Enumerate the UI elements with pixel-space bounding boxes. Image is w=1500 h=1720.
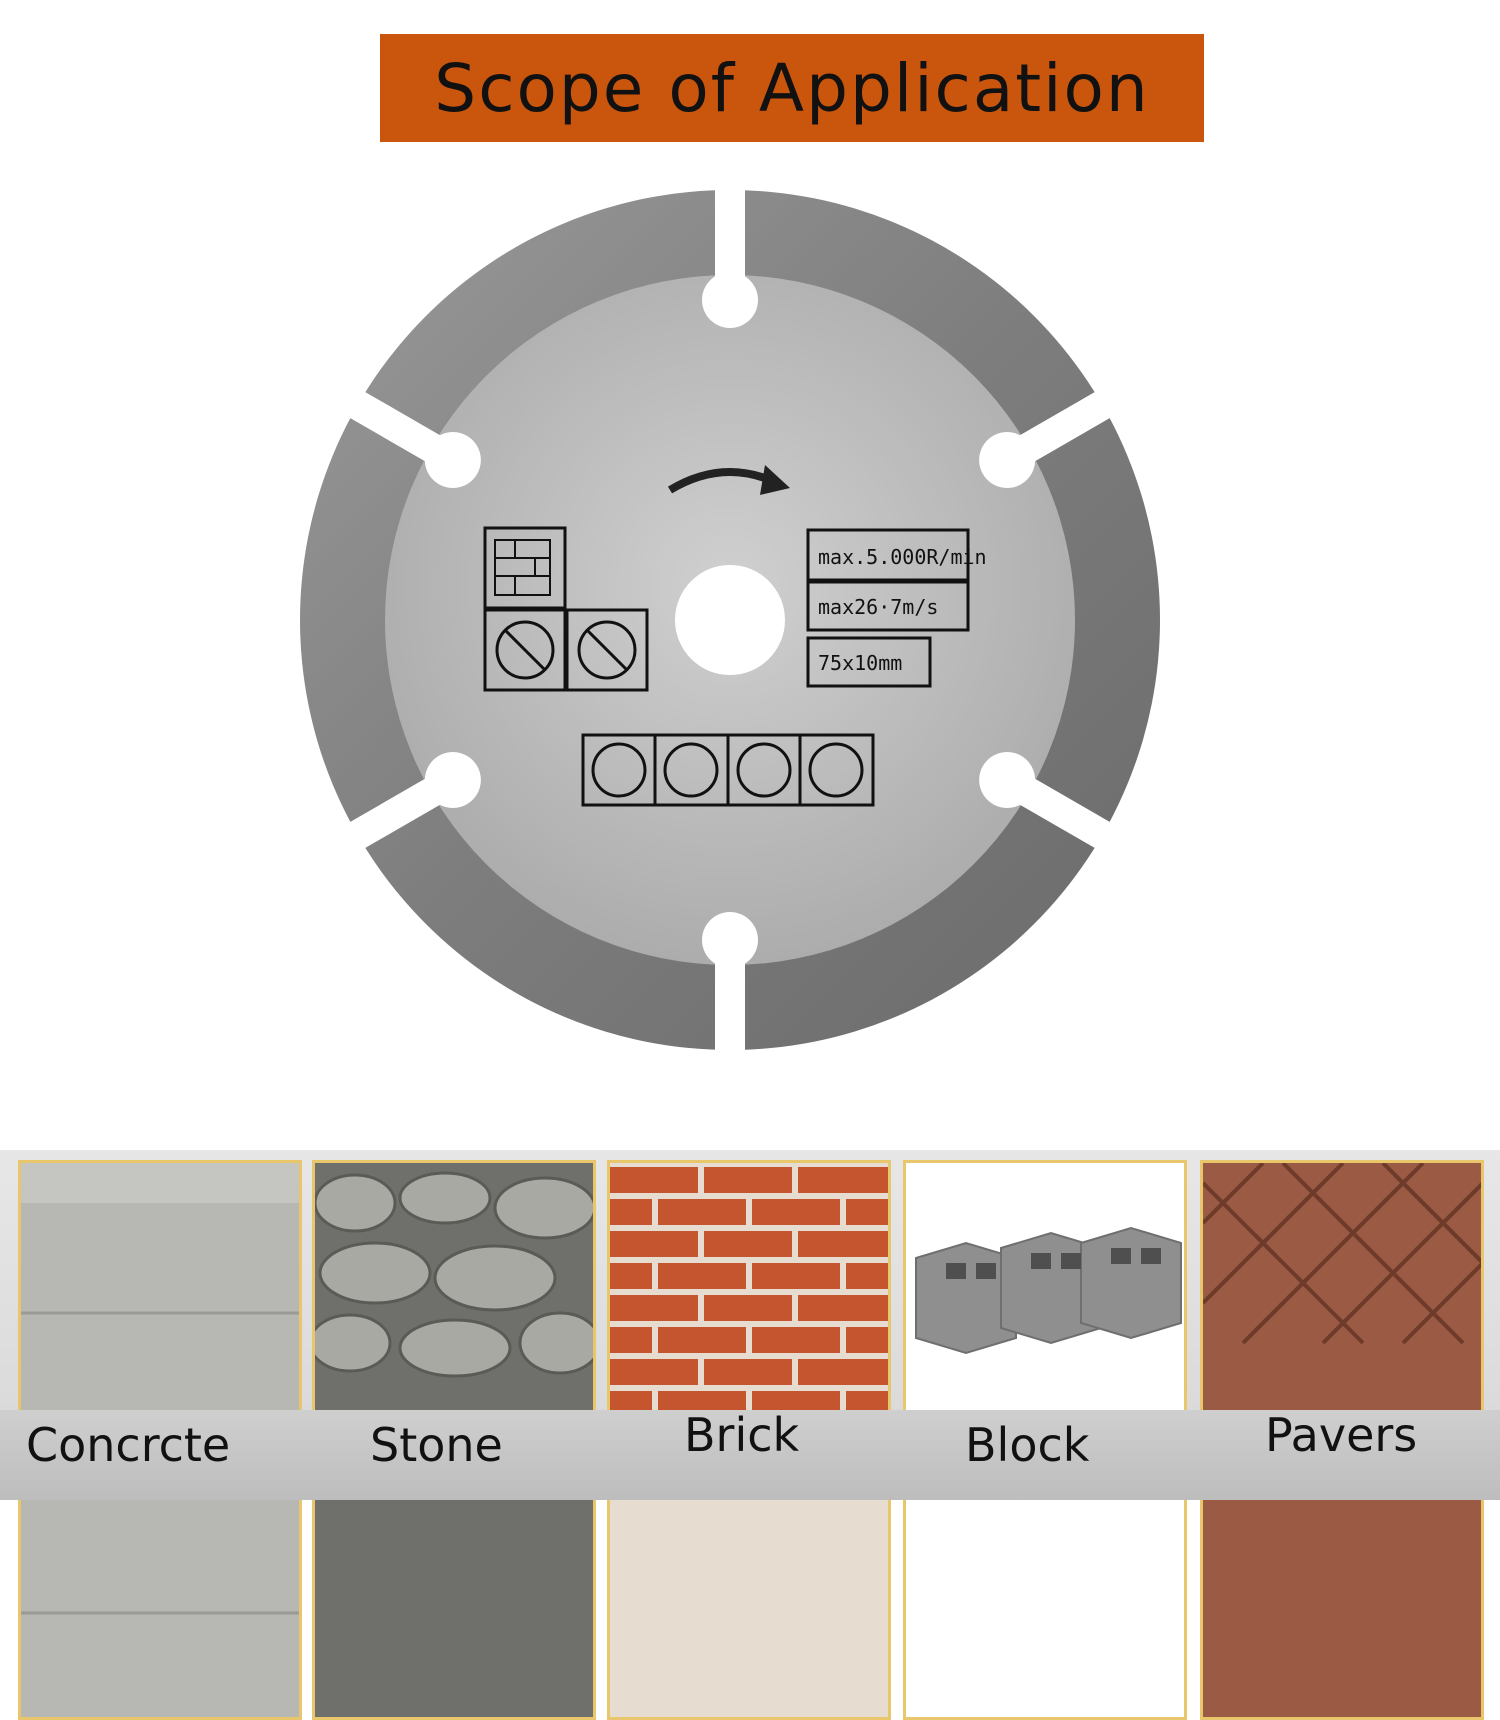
saw-blade-image: max.5.000R/min max26·7m/s 75x10mm	[300, 180, 1200, 1060]
mask-icon	[736, 742, 792, 798]
material-pictograms	[483, 526, 649, 692]
label-stone: Stone	[370, 1418, 503, 1472]
title-banner: Scope of Application	[380, 34, 1204, 142]
labels-bar	[0, 1410, 1500, 1500]
label-brick: Brick	[684, 1408, 800, 1462]
spec-box-size	[806, 636, 932, 688]
saw-blade-svg: max.5.000R/min max26·7m/s 75x10mm	[300, 180, 1160, 1060]
safety-pictograms	[581, 733, 875, 807]
arbor-hole	[675, 565, 785, 675]
spec-speed: max.5.000R/min	[818, 545, 987, 569]
ear-protection-icon	[663, 742, 719, 798]
goggles-icon	[591, 742, 647, 798]
label-block: Block	[965, 1418, 1090, 1472]
banner-title: Scope of Application	[434, 49, 1150, 127]
label-concrete: Concrcte	[26, 1418, 231, 1472]
label-pavers: Pavers	[1265, 1408, 1418, 1462]
blade-gullets	[341, 180, 1119, 1060]
gloves-icon	[808, 742, 864, 798]
rotation-arrow-icon	[667, 468, 772, 494]
spec-size: 75x10mm	[818, 651, 902, 675]
spec-box-speed	[806, 528, 970, 582]
spec-velocity: max26·7m/s	[818, 595, 938, 619]
spec-box-velocity	[806, 580, 970, 632]
